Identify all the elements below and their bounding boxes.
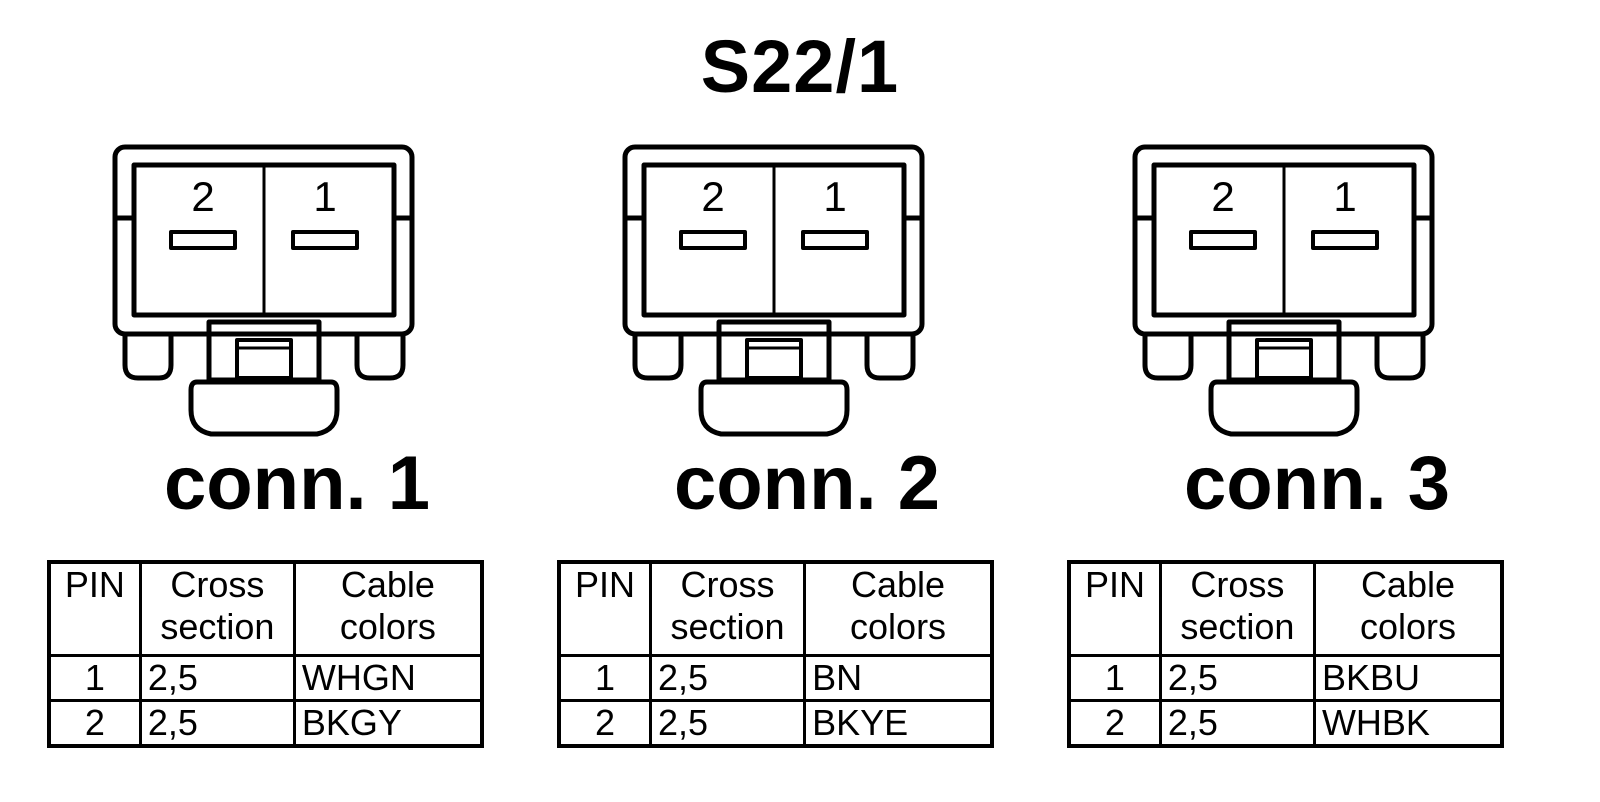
latch-tab xyxy=(698,379,850,437)
cell-pin: 2 xyxy=(47,699,142,748)
table-header-row: PIN Cross section Cable colors xyxy=(47,560,484,657)
header-cross-section: Cross section xyxy=(138,560,296,657)
cell-cross-section: 2,5 xyxy=(1158,699,1316,748)
header-cable-colors: Cable colors xyxy=(1312,560,1504,657)
table-row: 1 2,5 WHGN xyxy=(47,654,484,702)
table-header-row: PIN Cross section Cable colors xyxy=(1067,560,1504,657)
pin-label-2: 2 xyxy=(191,173,214,220)
cell-pin: 2 xyxy=(1067,699,1162,748)
pin-1-slot xyxy=(801,230,869,250)
cell-pin: 2 xyxy=(557,699,652,748)
connector-2: 2 1 conn. 2 PIN Cross section Cable colo… xyxy=(557,140,1057,780)
table-header-row: PIN Cross section Cable colors xyxy=(557,560,994,657)
cell-cross-section: 2,5 xyxy=(138,654,296,702)
connector-housing xyxy=(1132,144,1435,337)
connector-2-drawing: 2 1 xyxy=(622,144,925,437)
pin-table: PIN Cross section Cable colors 1 2,5 BN … xyxy=(557,560,994,748)
connector-latch xyxy=(206,319,322,383)
table-row: 1 2,5 BKBU xyxy=(1067,654,1504,702)
pin-table: PIN Cross section Cable colors 1 2,5 WHG… xyxy=(47,560,484,748)
cell-cable-color: BKGY xyxy=(292,699,484,748)
cell-cable-color: BKYE xyxy=(803,699,994,748)
cell-cable-color: BN xyxy=(803,654,994,702)
cell-cable-color: BKBU xyxy=(1312,654,1504,702)
cell-pin: 1 xyxy=(1067,654,1162,702)
header-pin: PIN xyxy=(47,560,142,657)
pin-label-1: 1 xyxy=(1333,173,1356,220)
connector-label: conn. 1 xyxy=(163,441,431,526)
pin-2-slot xyxy=(679,230,747,250)
pin-2-slot xyxy=(169,230,237,250)
table-row: 1 2,5 BN xyxy=(557,654,994,702)
header-cable-colors: Cable colors xyxy=(803,560,994,657)
connector-latch xyxy=(1226,319,1342,383)
pin-label-1: 1 xyxy=(823,173,846,220)
pin-label-2: 2 xyxy=(1211,173,1234,220)
connector-label: conn. 3 xyxy=(1183,441,1451,526)
pin-table: PIN Cross section Cable colors 1 2,5 BKB… xyxy=(1067,560,1504,748)
cell-cable-color: WHGN xyxy=(292,654,484,702)
pin-1-slot xyxy=(1311,230,1379,250)
cell-pin: 1 xyxy=(47,654,142,702)
connector-1: 2 1 conn. 1 PIN Cross section Cable colo… xyxy=(47,140,547,780)
connector-1-drawing: 2 1 xyxy=(112,144,415,437)
header-pin: PIN xyxy=(557,560,652,657)
header-cable-colors: Cable colors xyxy=(292,560,484,657)
cell-cable-color: WHBK xyxy=(1312,699,1504,748)
connector-housing xyxy=(112,144,415,337)
table-row: 2 2,5 BKGY xyxy=(47,699,484,748)
latch-tab xyxy=(1208,379,1360,437)
table-row: 2 2,5 BKYE xyxy=(557,699,994,748)
connector-label: conn. 2 xyxy=(673,441,941,526)
connector-latch xyxy=(716,319,832,383)
latch-tab xyxy=(188,379,340,437)
diagram-title: S22/1 xyxy=(700,25,900,108)
pin-2-slot xyxy=(1189,230,1257,250)
pin-label-1: 1 xyxy=(313,173,336,220)
header-cross-section: Cross section xyxy=(648,560,807,657)
cell-cross-section: 2,5 xyxy=(648,654,807,702)
pin-label-2: 2 xyxy=(701,173,724,220)
cell-cross-section: 2,5 xyxy=(138,699,296,748)
connector-3: 2 1 conn. 3 PIN Cross section Cable colo… xyxy=(1067,140,1567,780)
header-pin: PIN xyxy=(1067,560,1162,657)
connector-housing xyxy=(622,144,925,337)
pin-1-slot xyxy=(291,230,359,250)
table-row: 2 2,5 WHBK xyxy=(1067,699,1504,748)
header-cross-section: Cross section xyxy=(1158,560,1316,657)
cell-cross-section: 2,5 xyxy=(1158,654,1316,702)
connector-3-drawing: 2 1 xyxy=(1132,144,1435,437)
cell-cross-section: 2,5 xyxy=(648,699,807,748)
cell-pin: 1 xyxy=(557,654,652,702)
